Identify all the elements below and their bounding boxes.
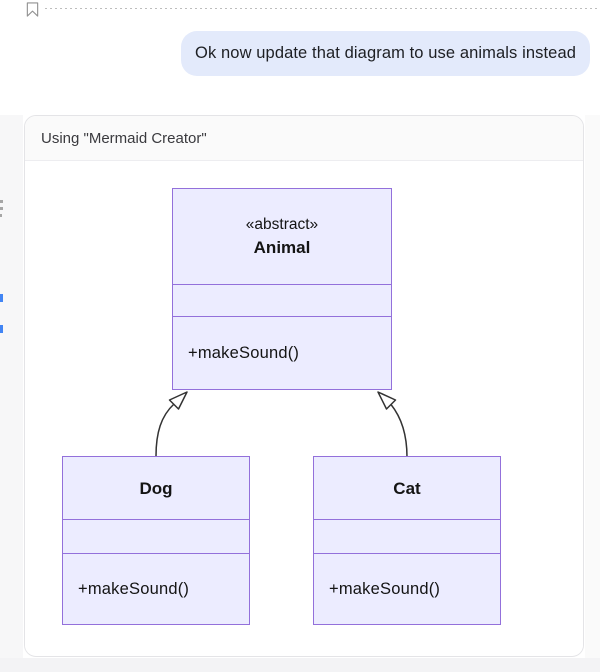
class-title-animal: «abstract» Animal	[173, 189, 391, 285]
class-name-dog: Dog	[139, 478, 173, 498]
class-method: +makeSound()	[329, 579, 441, 598]
cropped-sidebar-marker	[0, 294, 3, 302]
bottom-bar	[0, 658, 600, 672]
class-methods-animal: +makeSound()	[173, 317, 391, 389]
tool-card: Using "Mermaid Creator" «abstract» Anima…	[24, 115, 584, 657]
class-attributes-dog	[63, 520, 249, 554]
class-box-dog: Dog +makeSound()	[62, 456, 250, 625]
edge-cat-to-animal	[390, 404, 408, 458]
tool-card-body: «abstract» Animal +makeSound() Dog +make…	[25, 161, 583, 655]
class-annotation-animal: «abstract»	[245, 215, 319, 233]
tool-card-header[interactable]: Using "Mermaid Creator"	[25, 116, 583, 161]
class-title-cat: Cat	[314, 457, 500, 520]
class-title-dog: Dog	[63, 457, 249, 520]
class-method: +makeSound()	[78, 579, 190, 598]
class-attributes-animal	[173, 285, 391, 317]
cropped-sidebar-marker	[0, 325, 3, 333]
tool-card-title: Using "Mermaid Creator"	[41, 129, 207, 147]
inheritance-edges	[155, 391, 408, 458]
class-box-animal: «abstract» Animal +makeSound()	[172, 188, 392, 390]
cropped-sidebar-fragment	[0, 200, 3, 203]
class-method: +makeSound()	[188, 343, 300, 362]
thread-divider	[45, 8, 600, 9]
left-rail	[0, 115, 23, 658]
bookmark-icon[interactable]	[26, 2, 39, 17]
inheritance-arrowhead-dog	[168, 391, 188, 410]
right-rail	[585, 115, 600, 658]
user-message-bubble: Ok now update that diagram to use animal…	[181, 31, 590, 76]
class-name-cat: Cat	[393, 478, 421, 498]
class-methods-dog: +makeSound()	[63, 554, 249, 624]
edge-dog-to-animal	[155, 403, 175, 457]
class-methods-cat: +makeSound()	[314, 554, 500, 624]
user-message-text: Ok now update that diagram to use animal…	[195, 44, 576, 62]
class-name-animal: Animal	[253, 238, 311, 258]
class-attributes-cat	[314, 520, 500, 554]
class-box-cat: Cat +makeSound()	[313, 456, 501, 625]
cropped-sidebar-fragment	[0, 214, 2, 217]
inheritance-arrowhead-cat	[377, 391, 397, 410]
cropped-sidebar-fragment	[0, 207, 3, 210]
